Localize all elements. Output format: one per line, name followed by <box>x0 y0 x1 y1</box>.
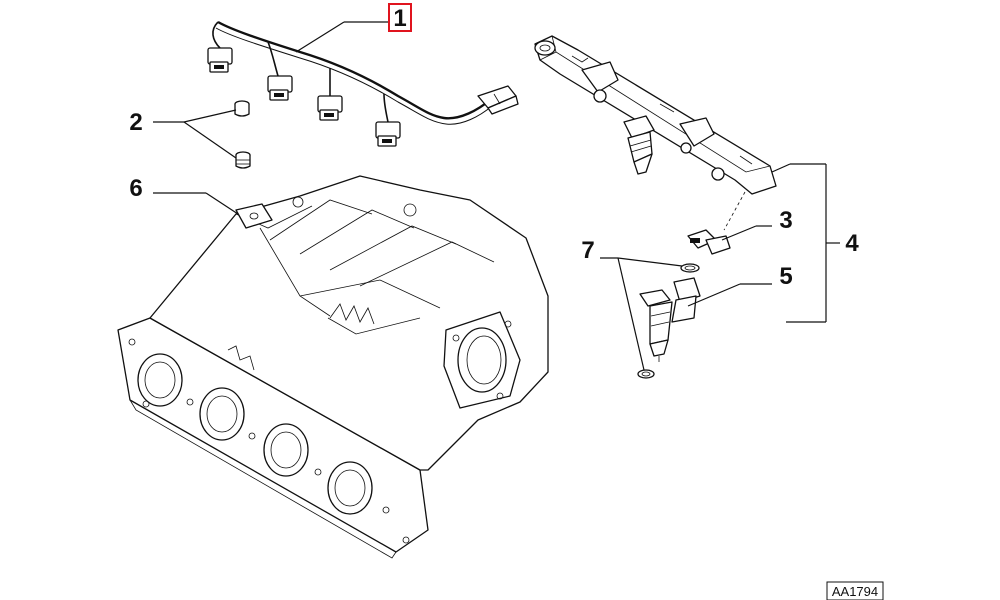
harness-connector-3 <box>317 95 343 121</box>
harness-main-plug <box>477 85 519 115</box>
callout-2[interactable]: 2 <box>129 109 142 136</box>
fuel-injector[interactable] <box>639 277 701 362</box>
o-ring-lower <box>637 369 655 379</box>
leader-lines <box>153 21 840 371</box>
wiring-harness[interactable] <box>207 20 519 147</box>
callout-7-label: 7 <box>581 237 594 264</box>
plug-caps[interactable] <box>234 100 251 169</box>
callout-3[interactable]: 3 <box>779 207 792 234</box>
intake-port-4 <box>327 461 373 515</box>
o-rings[interactable] <box>637 263 700 379</box>
callout-1-highlight-box <box>388 3 412 32</box>
fuel-rail[interactable] <box>534 35 777 195</box>
intake-port-3 <box>263 423 309 477</box>
callout-6[interactable]: 6 <box>129 175 142 202</box>
harness-connector-4 <box>375 121 401 147</box>
callout-1-label: 1 <box>393 5 406 32</box>
harness-connector-2 <box>267 75 293 101</box>
plug-cap-bottom <box>235 151 251 169</box>
callout-1[interactable]: 1 <box>388 3 412 32</box>
callout-4-label: 4 <box>845 230 859 257</box>
reference-code: AA1794 <box>826 581 884 600</box>
callout-5-label: 5 <box>779 263 792 290</box>
intake-port-1 <box>137 353 183 407</box>
intake-port-2 <box>199 387 245 441</box>
callout-3-label: 3 <box>779 207 792 234</box>
callout-6-label: 6 <box>129 175 142 202</box>
callout-5[interactable]: 5 <box>779 263 792 290</box>
harness-connector-1 <box>207 47 233 73</box>
o-ring-upper <box>680 263 700 273</box>
callout-2-label: 2 <box>129 109 142 136</box>
callout-4[interactable]: 4 <box>845 230 859 257</box>
assembly-axis-line <box>723 191 746 231</box>
callout-7[interactable]: 7 <box>581 237 594 264</box>
fuel-rail-clip[interactable] <box>687 229 731 255</box>
plug-cap-top <box>234 100 250 117</box>
intake-manifold[interactable] <box>117 175 549 559</box>
reference-code-label: AA1794 <box>832 584 878 599</box>
